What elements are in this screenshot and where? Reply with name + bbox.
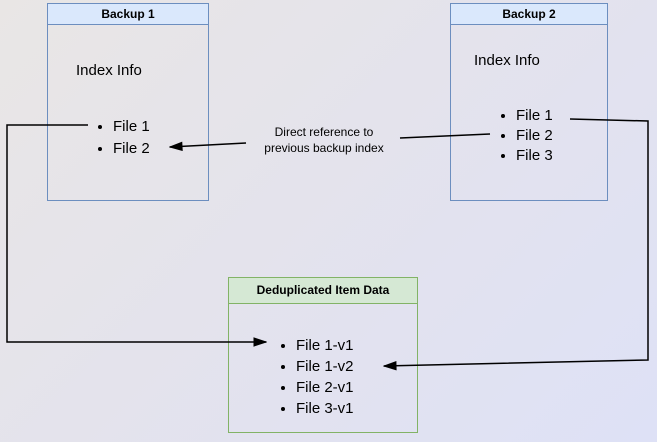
backup2-file-list: File 1File 2File 3 bbox=[499, 106, 553, 166]
dedup-title: Deduplicated Item Data bbox=[229, 278, 417, 304]
file-list-item: File 1-v1 bbox=[296, 335, 354, 356]
backup1-box: Backup 1 Index Info File 1File 2 bbox=[47, 3, 209, 201]
annotation-line-1: Direct reference to bbox=[274, 125, 374, 139]
backup1-title: Backup 1 bbox=[48, 4, 208, 25]
backup1-file-list: File 1File 2 bbox=[96, 116, 150, 160]
backup1-index-info-label: Index Info bbox=[76, 62, 142, 79]
annotation-line-2: previous backup index bbox=[264, 141, 384, 155]
file-list-item: File 2 bbox=[113, 138, 150, 160]
direct-reference-annotation: Direct reference to previous backup inde… bbox=[250, 124, 398, 156]
file-list-item: File 1 bbox=[113, 116, 150, 138]
backup2-box: Backup 2 Index Info File 1File 2File 3 bbox=[450, 3, 608, 201]
deduplicated-item-data-box: Deduplicated Item Data File 1-v1File 1-v… bbox=[228, 277, 418, 433]
file-list-item: File 3-v1 bbox=[296, 398, 354, 419]
file-list-item: File 3 bbox=[516, 146, 553, 166]
file-list-item: File 1 bbox=[516, 106, 553, 126]
backup2-index-info-label: Index Info bbox=[474, 52, 540, 69]
file-list-item: File 2-v1 bbox=[296, 377, 354, 398]
backup2-title: Backup 2 bbox=[451, 4, 607, 25]
file-list-item: File 2 bbox=[516, 126, 553, 146]
dedup-file-list: File 1-v1File 1-v2File 2-v1File 3-v1 bbox=[279, 335, 354, 419]
file-list-item: File 1-v2 bbox=[296, 356, 354, 377]
